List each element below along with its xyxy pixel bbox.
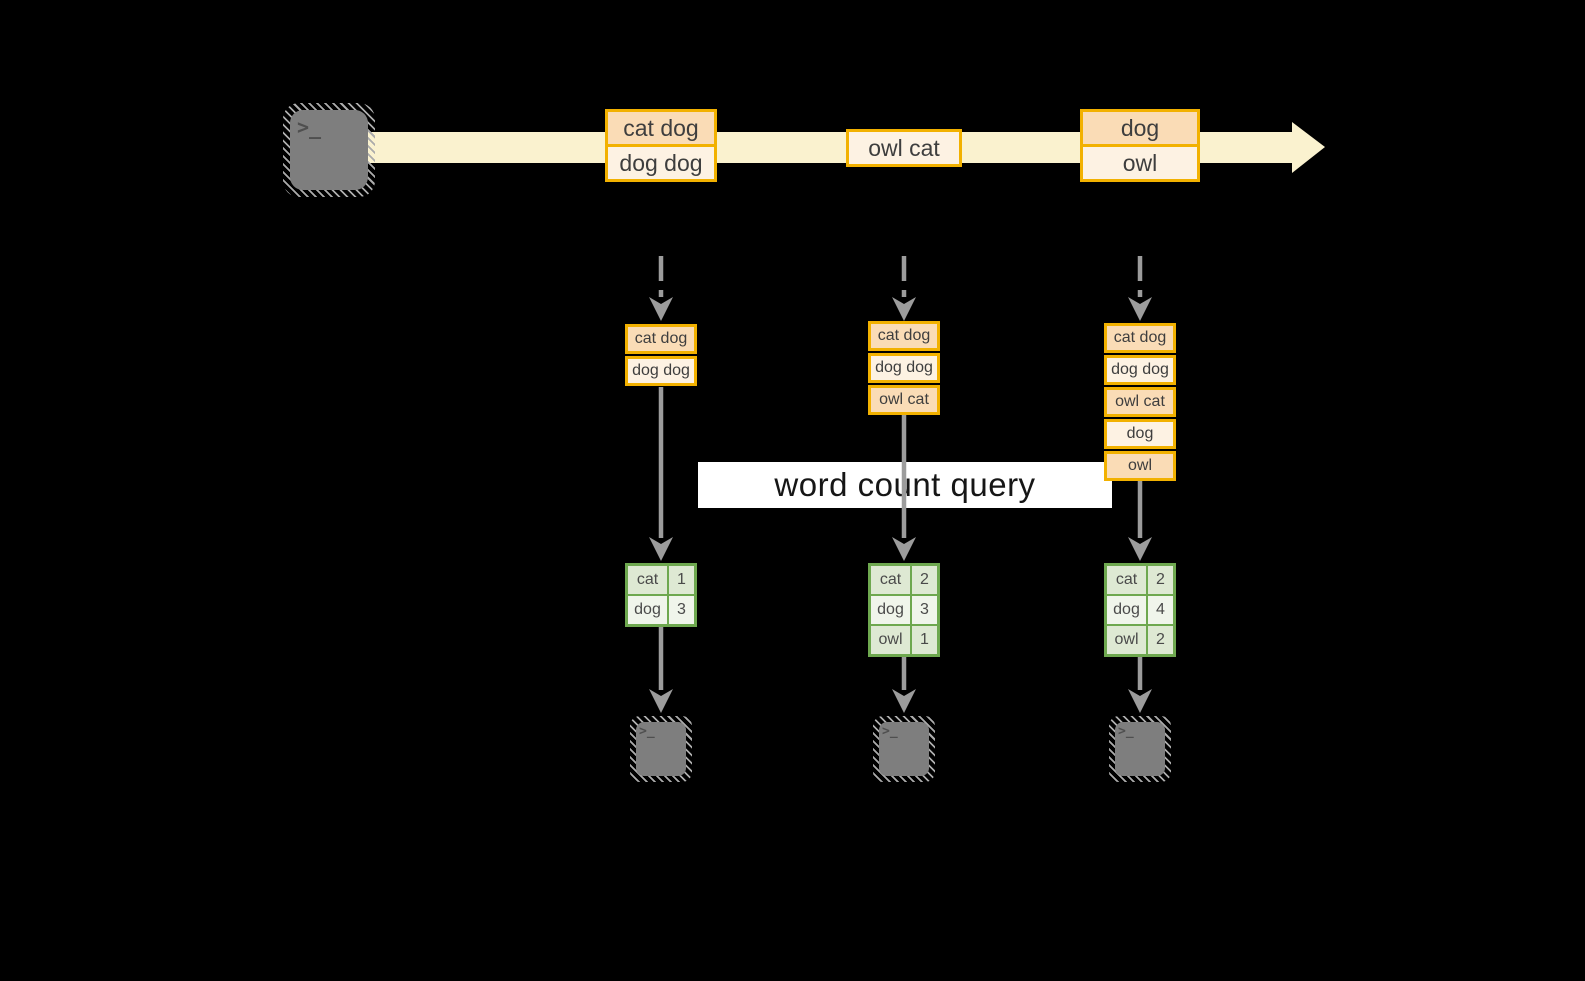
batch-row: cat dog bbox=[625, 324, 697, 354]
batch-dashed-arrowhead-2 bbox=[892, 297, 916, 321]
word-cell: cat bbox=[871, 566, 910, 594]
count-cell: 2 bbox=[1148, 626, 1173, 654]
batch-row: dog dog bbox=[868, 353, 940, 383]
terminal-prompt-glyph: >_ bbox=[1118, 724, 1134, 739]
batch-row: dog dog bbox=[1104, 355, 1176, 385]
terminal-prompt-glyph: >_ bbox=[882, 724, 898, 739]
terminal-screen bbox=[1115, 722, 1165, 776]
count-cell: 2 bbox=[912, 566, 937, 594]
batch-row: cat dog bbox=[868, 321, 940, 351]
stack-to-result-arrowhead-3 bbox=[1128, 537, 1152, 561]
word-cell: dog bbox=[871, 596, 910, 624]
result-to-sink-arrowhead-2 bbox=[892, 689, 916, 713]
batch-dashed-arrowhead-3 bbox=[1128, 297, 1152, 321]
sink-terminal-icon-3: >_ bbox=[1109, 716, 1171, 782]
batch-row: dog bbox=[1104, 419, 1176, 449]
word-cell: dog bbox=[628, 596, 667, 624]
terminal-screen bbox=[879, 722, 929, 776]
stream-message-box-1: cat dog dog dog bbox=[605, 109, 717, 182]
sink-terminal-icon-2: >_ bbox=[873, 716, 935, 782]
word-count-table-3: cat 2 dog 4 owl 2 bbox=[1104, 563, 1176, 657]
query-banner-label: word count query bbox=[774, 466, 1036, 503]
terminal-prompt-glyph: >_ bbox=[639, 724, 655, 739]
batch-row: dog dog bbox=[625, 356, 697, 386]
batch-stack-1: cat dog dog dog bbox=[625, 324, 697, 388]
message-row: dog dog bbox=[605, 144, 717, 182]
count-cell: 3 bbox=[669, 596, 694, 624]
result-to-sink-arrowhead-1 bbox=[649, 689, 673, 713]
batch-row: owl bbox=[1104, 451, 1176, 481]
result-to-sink-arrowhead-3 bbox=[1128, 689, 1152, 713]
count-cell: 4 bbox=[1148, 596, 1173, 624]
sink-terminal-icon-1: >_ bbox=[630, 716, 692, 782]
count-cell: 3 bbox=[912, 596, 937, 624]
word-cell: owl bbox=[1107, 626, 1146, 654]
batch-row: cat dog bbox=[1104, 323, 1176, 353]
word-count-table-2: cat 2 dog 3 owl 1 bbox=[868, 563, 940, 657]
count-cell: 1 bbox=[669, 566, 694, 594]
terminal-screen bbox=[290, 110, 368, 190]
stream-arrowhead bbox=[1292, 122, 1325, 173]
word-cell: dog bbox=[1107, 596, 1146, 624]
terminal-prompt-glyph: >_ bbox=[297, 115, 322, 139]
query-banner: word count query bbox=[698, 462, 1112, 508]
batch-stack-2: cat dog dog dog owl cat bbox=[868, 321, 940, 417]
stream-message-box-3: dog owl bbox=[1080, 109, 1200, 182]
stack-to-result-arrowhead-1 bbox=[649, 537, 673, 561]
word-count-table-1: cat 1 dog 3 bbox=[625, 563, 697, 627]
count-cell: 1 bbox=[912, 626, 937, 654]
batch-row: owl cat bbox=[1104, 387, 1176, 417]
message-row: cat dog bbox=[605, 109, 717, 147]
message-row: dog bbox=[1080, 109, 1200, 147]
source-terminal-icon: >_ bbox=[283, 103, 375, 197]
word-cell: cat bbox=[1107, 566, 1146, 594]
batch-row: owl cat bbox=[868, 385, 940, 415]
message-row: owl cat bbox=[846, 129, 962, 167]
stream-message-box-2: owl cat bbox=[846, 129, 962, 167]
word-cell: cat bbox=[628, 566, 667, 594]
batch-dashed-arrowhead-1 bbox=[649, 297, 673, 321]
terminal-screen bbox=[636, 722, 686, 776]
batch-stack-3: cat dog dog dog owl cat dog owl bbox=[1104, 323, 1176, 483]
stack-to-result-arrowhead-2 bbox=[892, 537, 916, 561]
message-row: owl bbox=[1080, 144, 1200, 182]
word-cell: owl bbox=[871, 626, 910, 654]
count-cell: 2 bbox=[1148, 566, 1173, 594]
